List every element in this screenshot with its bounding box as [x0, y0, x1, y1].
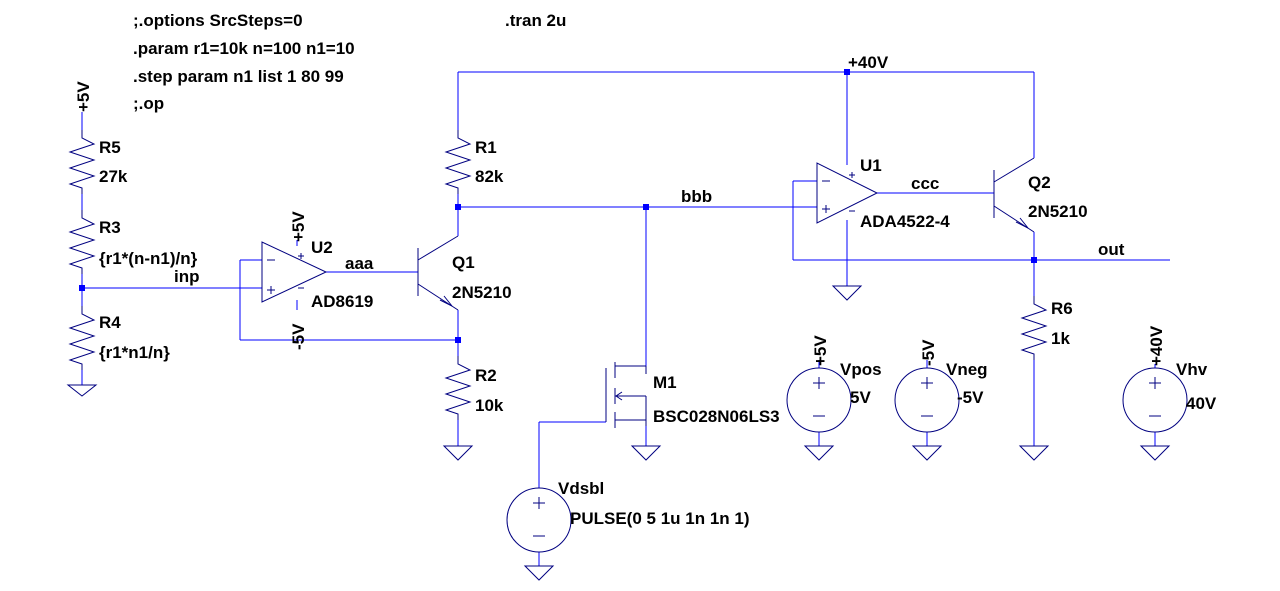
label-r3-value: {r1*(n-n1)/n} [99, 249, 198, 268]
net-label-aaa: aaa [345, 254, 374, 273]
net-label-inp: inp [174, 267, 200, 286]
resistor-r3[interactable] [68, 210, 96, 274]
rail-label-vpos: +5V [811, 335, 830, 366]
label-r5-value: 27k [99, 167, 128, 186]
label-vpos-value: 5V [850, 388, 871, 407]
transistor-q2[interactable] [993, 157, 1035, 233]
label-r6-name: R6 [1051, 299, 1073, 318]
label-vhv-name: Vhv [1176, 360, 1208, 379]
label-u1-value: ADA4522-4 [860, 212, 950, 231]
resistor-r4[interactable] [68, 306, 96, 370]
resistor-r5[interactable] [68, 130, 96, 194]
resistor-r2[interactable] [444, 356, 472, 420]
rail-label-top: +40V [848, 53, 889, 72]
voltage-source-vneg[interactable] [894, 367, 960, 433]
ground-icon [523, 565, 555, 581]
label-vneg-value: -5V [957, 388, 984, 407]
ground-icon [831, 285, 863, 301]
ground-icon [803, 445, 835, 461]
ground-icon [442, 445, 474, 461]
directive-param[interactable]: .param r1=10k n=100 n1=10 [133, 39, 355, 58]
label-r3-name: R3 [99, 218, 121, 237]
net-label-out: out [1098, 240, 1125, 259]
wires [81, 71, 1170, 566]
junctions [79, 69, 1037, 343]
mosfet-m1[interactable] [605, 362, 647, 428]
rail-label-vneg: -5V [919, 339, 938, 366]
label-r4-value: {r1*n1/n} [99, 343, 170, 362]
directive-op[interactable]: ;.op [133, 94, 164, 113]
label-u2-value: AD8619 [311, 292, 373, 311]
label-q2-name: Q2 [1028, 173, 1051, 192]
rail-label-u2-minus: -5V [289, 323, 308, 350]
label-r2-value: 10k [475, 396, 504, 415]
label-r1-value: 82k [475, 167, 504, 186]
label-u2-name: U2 [311, 238, 333, 257]
net-label-ccc: ccc [911, 174, 939, 193]
ground-icon [66, 384, 98, 397]
voltage-source-vhv[interactable] [1122, 367, 1188, 433]
rail-label-vhv: +40V [1147, 325, 1166, 366]
rail-label-u2-plus: +5V [289, 211, 308, 242]
net-label-bbb: bbb [681, 187, 712, 206]
rail-label-r5-top: +5V [74, 81, 93, 112]
label-vneg-name: Vneg [946, 360, 988, 379]
label-q1-value: 2N5210 [452, 283, 512, 302]
resistor-r6[interactable] [1020, 296, 1048, 360]
label-vdsbl-value: PULSE(0 5 1u 1n 1n 1) [570, 509, 750, 528]
voltage-source-vpos[interactable] [786, 367, 852, 433]
transistor-q1[interactable] [417, 235, 459, 311]
directive-step[interactable]: .step param n1 list 1 80 99 [133, 67, 344, 86]
label-vdsbl-name: Vdsbl [558, 479, 604, 498]
directive-tran[interactable]: .tran 2u [505, 11, 566, 30]
ground-icon [911, 445, 943, 461]
label-u1-name: U1 [860, 156, 882, 175]
label-r5-name: R5 [99, 138, 121, 157]
voltage-source-vdsbl[interactable] [506, 487, 572, 553]
label-r1-name: R1 [475, 138, 497, 157]
opamp-u2[interactable] [261, 241, 328, 303]
resistor-r1[interactable] [444, 130, 472, 194]
label-q1-name: Q1 [452, 253, 475, 272]
label-vpos-name: Vpos [840, 360, 882, 379]
label-r6-value: 1k [1051, 329, 1070, 348]
directive-options[interactable]: ;.options SrcSteps=0 [133, 11, 303, 30]
label-q2-value: 2N5210 [1028, 202, 1088, 221]
ground-icon [1139, 445, 1171, 461]
ground-icon [630, 445, 662, 461]
label-r2-name: R2 [475, 366, 497, 385]
label-r4-name: R4 [99, 313, 121, 332]
label-vhv-value: 40V [1186, 394, 1217, 413]
opamp-u1[interactable] [816, 162, 879, 224]
label-m1-name: M1 [653, 373, 677, 392]
ground-icon [1018, 445, 1050, 461]
label-m1-value: BSC028N06LS3 [653, 407, 780, 426]
